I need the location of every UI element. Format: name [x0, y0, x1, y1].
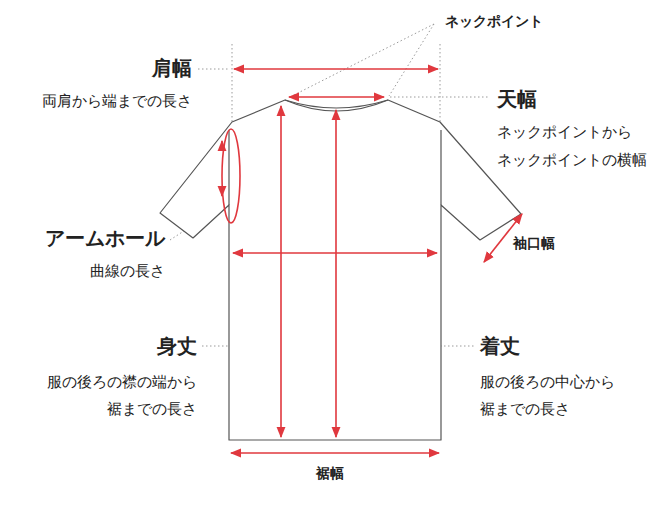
measure-note: 曲線の長さ [90, 262, 165, 280]
measure-note: ネックポイントから ネックポイントの横幅 [497, 118, 662, 174]
measure-title: 肩幅 [152, 56, 192, 80]
measure-note: 両肩から端までの長さ [42, 92, 192, 110]
callout-label: ネックポイント [445, 13, 543, 30]
measure-arrows [222, 69, 522, 453]
measure-title: 袖口幅 [513, 235, 555, 252]
measure-note: 服の後ろの襟の端から 裾までの長さ [12, 369, 197, 423]
tshirt-outline [160, 100, 521, 440]
measure-title: 裾幅 [316, 465, 344, 482]
measure-title: アームホール [45, 226, 165, 250]
measure-title: 着丈 [480, 334, 520, 358]
measure-note: 服の後ろの中心から 裾までの長さ [480, 369, 650, 423]
measure-title: 天幅 [497, 87, 537, 111]
measure-title: 身丈 [157, 334, 197, 358]
